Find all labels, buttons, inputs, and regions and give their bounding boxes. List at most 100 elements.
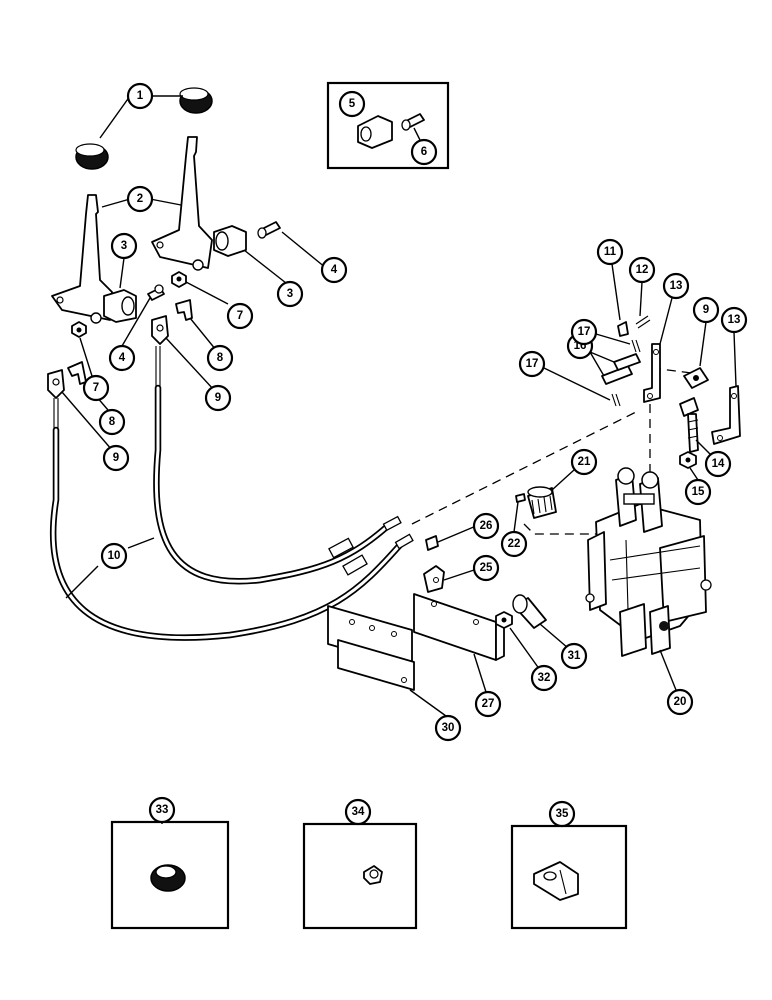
callout-30: 30 <box>434 714 462 742</box>
svg-text:9: 9 <box>703 304 709 316</box>
svg-text:6: 6 <box>421 146 427 158</box>
svg-text:21: 21 <box>578 456 591 468</box>
callout-7a: 7 <box>226 302 254 330</box>
leader-2b <box>149 198 182 206</box>
bolt-31 <box>512 594 547 629</box>
control-lever-left <box>51 194 113 324</box>
ball-joint-14 <box>679 397 699 453</box>
clevis-left <box>47 369 65 399</box>
leader-9c <box>699 321 707 367</box>
leader-3b <box>243 249 287 284</box>
svg-text:33: 33 <box>156 804 169 816</box>
inset-34 <box>302 822 418 930</box>
leader-11 <box>611 263 621 321</box>
callout-11: 11 <box>596 238 624 266</box>
leader-12 <box>639 281 643 317</box>
svg-text:25: 25 <box>480 562 493 574</box>
pin-16 <box>601 353 641 385</box>
leader-4a <box>281 231 327 269</box>
callout-35: 35 <box>548 800 576 828</box>
leader-30 <box>409 689 447 717</box>
callout-31: 31 <box>560 642 588 670</box>
callout-5: 5 <box>338 90 366 118</box>
nut-15 <box>679 451 697 469</box>
svg-text:3: 3 <box>287 288 293 300</box>
leader-22 <box>513 501 519 533</box>
leader-10b <box>127 537 155 549</box>
callout-17a: 17 <box>570 318 598 346</box>
dashed-cable-line <box>411 411 637 525</box>
callout-15: 15 <box>684 478 712 506</box>
clip-25 <box>423 565 445 593</box>
plug-34 <box>363 865 383 885</box>
leader-2a <box>101 198 131 208</box>
svg-text:11: 11 <box>604 246 617 258</box>
svg-text:14: 14 <box>712 458 725 470</box>
grommet-33 <box>150 864 186 892</box>
leader-17a <box>595 333 631 345</box>
leader-14 <box>695 439 711 455</box>
svg-text:2: 2 <box>137 193 143 205</box>
svg-text:8: 8 <box>109 416 116 428</box>
callout-4b: 4 <box>108 344 136 372</box>
clip-right <box>175 299 193 321</box>
clevis-right <box>151 315 169 345</box>
leader-1a <box>99 95 131 139</box>
svg-text:8: 8 <box>217 352 224 364</box>
plate-30 <box>327 605 415 691</box>
svg-text:35: 35 <box>556 808 569 820</box>
svg-text:12: 12 <box>636 264 649 276</box>
svg-text:7: 7 <box>237 310 243 322</box>
dashed-knob-line <box>523 523 600 535</box>
leader-7a <box>185 281 229 305</box>
leader-10a <box>65 565 99 599</box>
knob-right <box>179 87 213 114</box>
screw-right <box>257 221 281 239</box>
svg-text:15: 15 <box>692 486 705 498</box>
callout-34: 34 <box>344 798 372 826</box>
callout-8b: 8 <box>98 408 126 436</box>
nut-right <box>171 271 187 288</box>
callout-20: 20 <box>666 688 694 716</box>
cotter-17-upper <box>631 339 641 353</box>
bracket-13-left <box>643 343 661 403</box>
callout-10: 10 <box>100 542 128 570</box>
leader-4b <box>121 297 151 347</box>
control-cable-inner <box>153 346 402 585</box>
bracket-13-right <box>711 385 741 445</box>
svg-text:34: 34 <box>352 806 365 818</box>
knob-21 <box>527 486 557 519</box>
svg-text:4: 4 <box>331 264 338 276</box>
leader-13b <box>733 331 737 387</box>
svg-text:4: 4 <box>119 352 126 364</box>
callout-26: 26 <box>472 512 500 540</box>
svg-text:13: 13 <box>728 314 741 326</box>
leader-32 <box>509 627 541 671</box>
callout-2: 2 <box>126 185 154 213</box>
svg-text:17: 17 <box>578 326 591 338</box>
leader-21 <box>551 469 575 491</box>
callout-13b: 13 <box>720 306 748 334</box>
callout-7b: 7 <box>82 374 110 402</box>
callout-21: 21 <box>570 448 598 476</box>
leader-7b <box>79 337 93 377</box>
svg-text:30: 30 <box>442 722 455 734</box>
nut-32 <box>495 611 513 629</box>
pin-11 <box>617 321 629 337</box>
pivot-block-right <box>213 225 247 257</box>
control-cable-outer <box>49 398 414 641</box>
leader-26 <box>437 525 477 543</box>
svg-text:9: 9 <box>215 392 221 404</box>
leader-3a <box>119 257 125 289</box>
leader-27 <box>473 653 487 693</box>
callout-25: 25 <box>472 554 500 582</box>
rod-end-9 <box>683 367 709 389</box>
callout-22: 22 <box>500 530 528 558</box>
pivot-block-left <box>103 289 137 323</box>
callout-8a: 8 <box>206 344 234 372</box>
block-5 <box>357 115 393 149</box>
cotter-17-lower <box>611 393 621 407</box>
svg-text:32: 32 <box>538 672 551 684</box>
control-lever-right <box>151 136 213 271</box>
